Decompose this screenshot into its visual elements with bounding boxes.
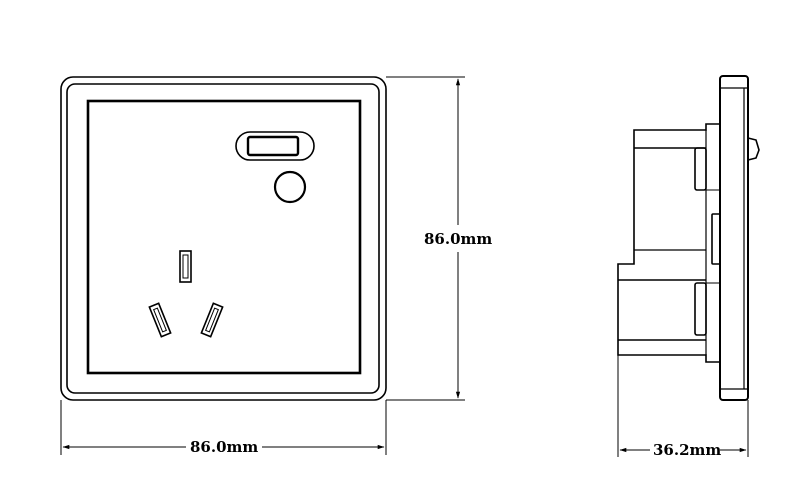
side-switch-knob [747, 137, 760, 161]
width-label: 86.0mm [190, 438, 258, 456]
indicator-circle [273, 170, 307, 204]
side-view [617, 75, 760, 401]
side-body-profile [617, 123, 720, 363]
front-view [60, 76, 387, 401]
outer-frame [60, 76, 387, 401]
face-plate [86, 99, 362, 375]
inner-frame [66, 83, 380, 394]
earth-slot [179, 250, 192, 283]
right-pin-slot [200, 302, 224, 338]
depth-label: 36.2mm [653, 441, 721, 459]
earth-slot-inner [182, 254, 189, 279]
switch-outline [235, 131, 315, 161]
left-pin-slot [148, 302, 172, 338]
switch-rocker [246, 135, 300, 157]
height-label: 86.0mm [424, 230, 492, 248]
side-clip [711, 213, 721, 265]
dimension-lines [60, 76, 749, 457]
